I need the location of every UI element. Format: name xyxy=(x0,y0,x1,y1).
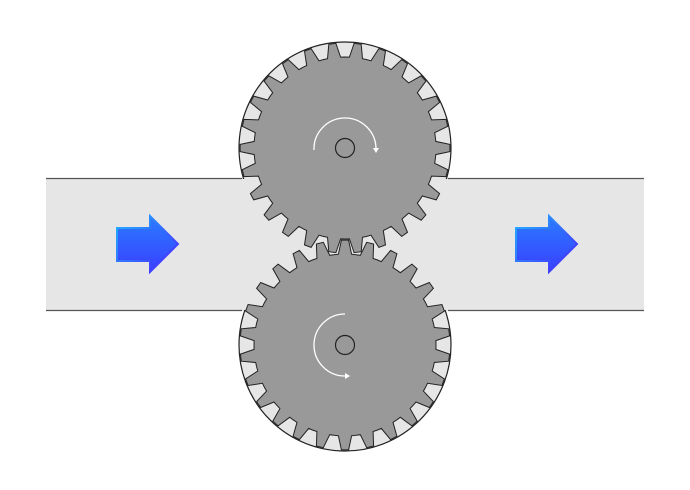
top-gear xyxy=(239,42,451,254)
top-gear-rotation-arrowhead-icon xyxy=(373,148,379,153)
top-gear-rotation-arrow xyxy=(313,117,377,151)
bottom-gear-shaft xyxy=(334,334,356,356)
bottom-gear xyxy=(239,239,451,451)
bottom-gear-rotation-arrow xyxy=(313,313,346,377)
flow-arrow-inlet xyxy=(116,213,180,275)
top-gear-shaft xyxy=(334,137,356,159)
flow-arrow-outlet xyxy=(515,213,579,275)
bottom-gear-rotation-arrowhead-icon xyxy=(345,373,350,379)
